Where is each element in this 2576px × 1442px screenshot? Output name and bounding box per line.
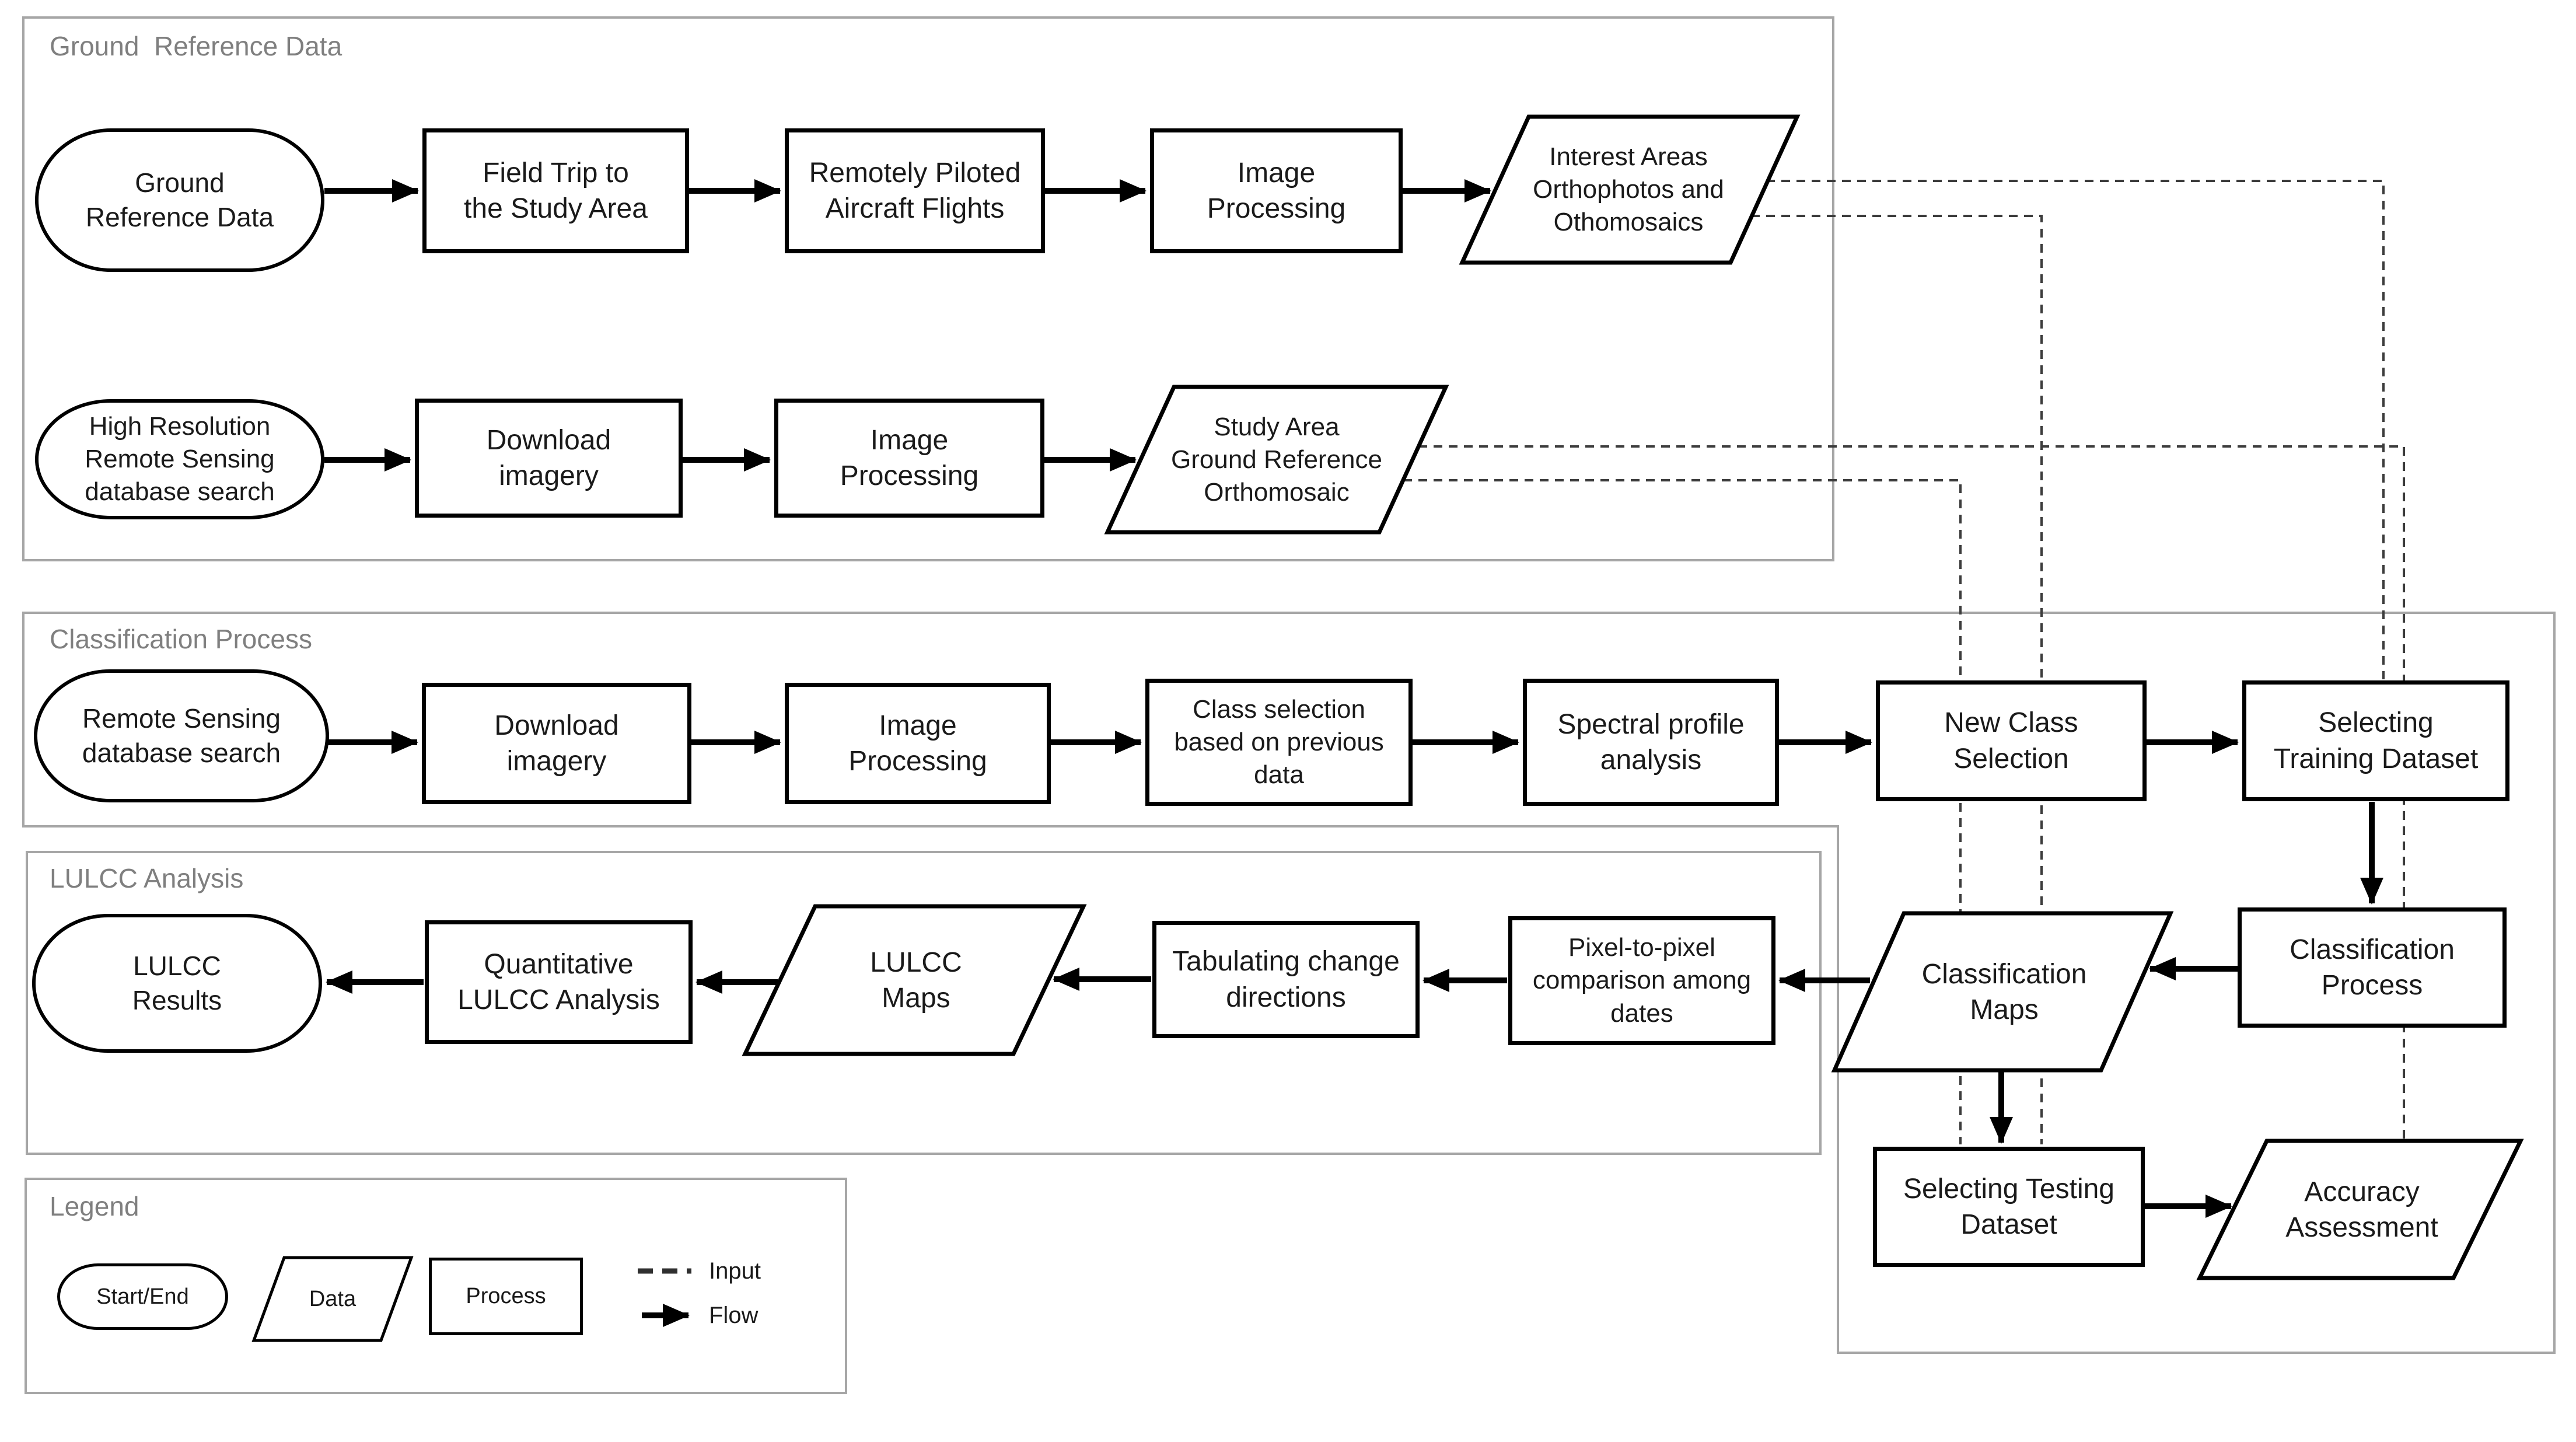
section-label-legend: Legend [50, 1191, 139, 1221]
label-study-area-ortho: Study Area Ground Reference Orthomosaic [1171, 412, 1382, 507]
node-quantitative-lulcc: Quantitative LULCC Analysis [425, 920, 693, 1044]
section-label-ground-reference: Ground Reference Data [50, 31, 342, 61]
study-area-parallelogram [1104, 385, 1449, 535]
lulcc-section-outline [26, 851, 1822, 1155]
input-line-study-area-to-testing-dataset [1403, 479, 1962, 1144]
node-download-imagery-1: Download imagery [415, 399, 683, 518]
node-lulcc-results: LULCC Results [32, 914, 322, 1053]
section-label-lulcc: LULCC Analysis [50, 863, 244, 893]
classification-section-outline [22, 612, 2556, 1354]
node-field-trip: Field Trip to the Study Area [422, 128, 689, 253]
legend-input-label: Input [709, 1258, 761, 1284]
legend-process-shape: Process [429, 1258, 583, 1335]
node-download-imagery-2: Download imagery [422, 683, 691, 804]
node-remote-sensing-search: Remote Sensing database search [34, 669, 329, 802]
legend-data-shape [251, 1256, 414, 1342]
lulcc-maps-parallelogram [742, 904, 1087, 1056]
node-rpa-flights: Remotely Piloted Aircraft Flights [785, 128, 1045, 253]
input-line-interest-areas-to-training-dataset [1766, 180, 2385, 679]
ground-reference-section-outline [22, 16, 1834, 561]
node-ground-reference-data: Ground Reference Data [35, 128, 324, 272]
node-high-res-search: High Resolution Remote Sensing database … [35, 399, 324, 519]
legend-section-outline [25, 1178, 847, 1394]
node-image-processing-2: Image Processing [774, 399, 1044, 518]
node-selecting-training-dataset: Selecting Training Dataset [2242, 680, 2509, 801]
node-selecting-testing-dataset: Selecting Testing Dataset [1873, 1147, 2145, 1267]
label-legend-data: Data [309, 1287, 356, 1312]
label-lulcc-maps: LULCC Maps [870, 947, 962, 1014]
interest-areas-parallelogram [1459, 114, 1801, 265]
node-pixel-comparison: Pixel-to-pixel comparison among dates [1508, 916, 1775, 1045]
node-image-processing-1: Image Processing [1150, 128, 1403, 253]
input-line-interest-areas-to-testing-dataset [1751, 215, 2043, 1144]
classification-maps-parallelogram [1831, 911, 2174, 1073]
accuracy-assessment-parallelogram [2196, 1139, 2524, 1280]
label-interest-areas: Interest Areas Orthophotos and Othomosai… [1533, 142, 1724, 237]
label-accuracy-assessment: Accuracy Assessment [2285, 1176, 2438, 1243]
label-classification-maps: Classification Maps [1921, 958, 2087, 1025]
node-new-class-selection: New Class Selection [1876, 680, 2147, 801]
node-image-processing-3: Image Processing [785, 683, 1051, 804]
legend-start-end-shape: Start/End [57, 1263, 228, 1330]
legend-flow-label: Flow [709, 1302, 759, 1328]
node-class-selection: Class selection based on previous data [1145, 679, 1413, 806]
section-label-classification: Classification Process [50, 624, 312, 654]
node-tabulating-change: Tabulating change directions [1152, 921, 1420, 1038]
node-spectral-profile: Spectral profile analysis [1523, 679, 1779, 806]
node-classification-process: Classification Process [2238, 907, 2507, 1028]
